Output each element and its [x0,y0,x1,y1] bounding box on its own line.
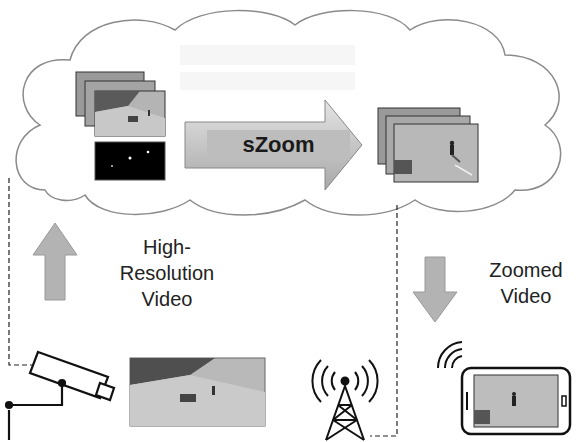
smartphone [438,342,570,434]
zoomed-frames [378,108,478,182]
process-label-box: sZoom [207,130,350,160]
video-frames [76,72,165,136]
dashed-link [370,205,397,436]
camera-symbol [6,352,114,440]
upload-arrow [33,223,77,300]
cloud-outline [16,11,560,215]
antenna-tower [312,360,377,440]
foreground-mask [95,142,165,180]
camera-view-thumbnail [130,358,265,426]
caption-text: Zoomed Video [478,257,574,309]
download-arrow [413,257,457,322]
process-name: sZoom [242,132,314,158]
faint-band [180,72,355,90]
faint-band [180,45,355,65]
dashed-link [9,178,32,365]
caption-text: High- Resolution Video [112,234,222,312]
arrow-band [207,130,350,160]
process-arrow [185,100,362,190]
